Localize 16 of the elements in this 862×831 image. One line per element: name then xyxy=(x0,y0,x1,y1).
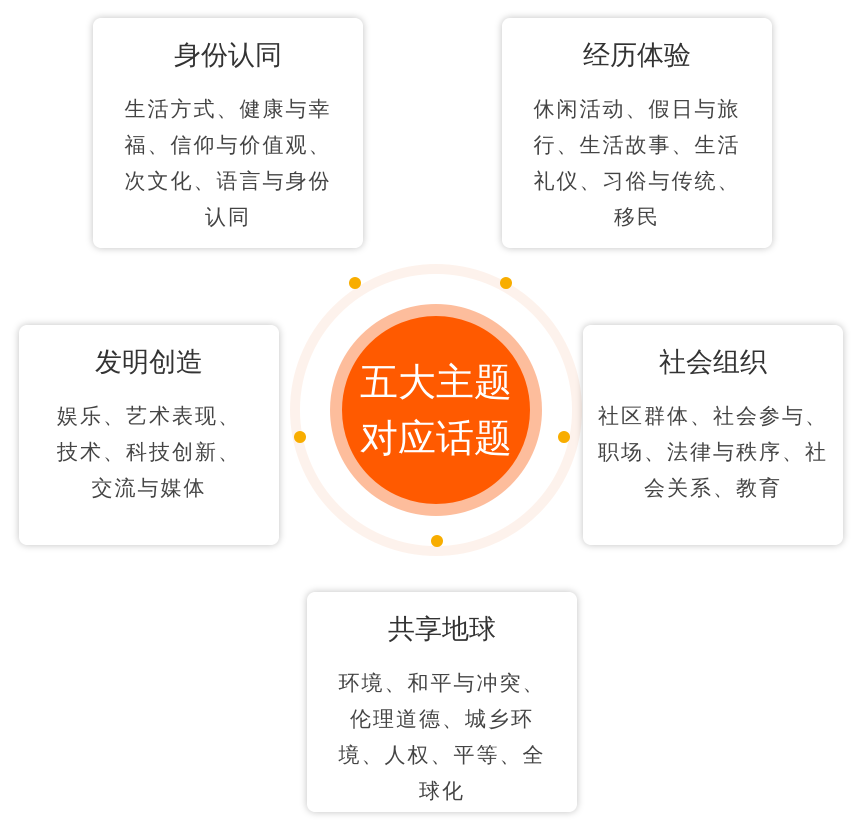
card-heading: 身份认同 xyxy=(174,39,282,73)
topic-card xyxy=(19,325,279,545)
card-heading: 社会组织 xyxy=(659,346,767,380)
card-body: 娱乐、艺术表现、技术、科技创新、交流与媒体 xyxy=(56,402,242,502)
card-body: 社区群体、社会参与、职场、法律与秩序、社会关系、教育 xyxy=(597,402,829,502)
card-heading: 经历体验 xyxy=(583,39,691,73)
card-body: 休闲活动、假日与旅行、生活故事、生活礼仪、习俗与传统、移民 xyxy=(532,96,742,230)
topic-card xyxy=(583,325,843,545)
card-body: 环境、和平与冲突、伦理道德、城乡环境、人权、平等、全球化 xyxy=(338,670,546,804)
card-heading: 发明创造 xyxy=(95,346,203,380)
topic-card xyxy=(93,18,363,248)
topic-card xyxy=(502,18,772,248)
center-title: 五大主题对应话题 xyxy=(359,359,513,462)
card-heading: 共享地球 xyxy=(388,613,496,647)
topic-card xyxy=(307,592,577,812)
card-body: 生活方式、健康与幸福、信仰与价值观、次文化、语言与身份认同 xyxy=(124,96,332,230)
